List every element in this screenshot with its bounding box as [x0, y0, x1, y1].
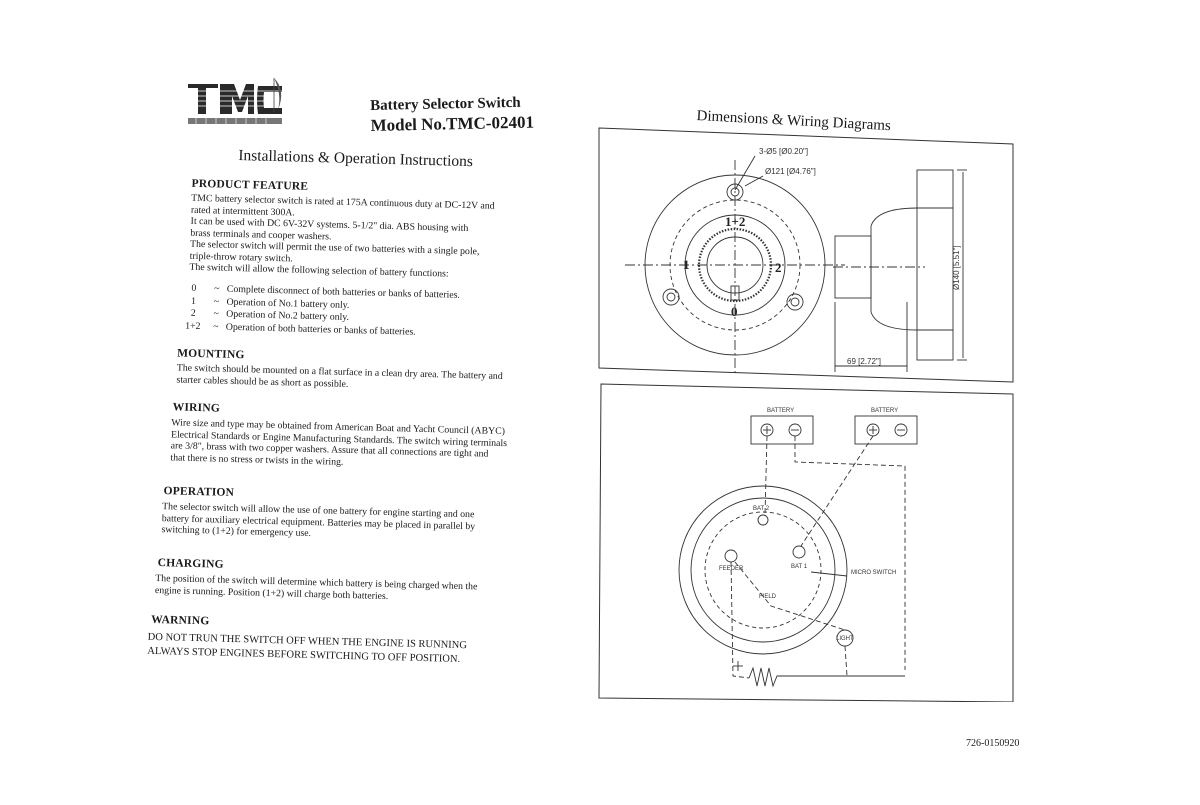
instructions-title: Installations & Operation Instructions: [238, 146, 474, 171]
depth-dimension-label: 69 [2.72"]: [847, 357, 881, 366]
function-list: 0 ~ Complete disconnect of both batterie…: [180, 283, 460, 340]
wiring-panel-border: [598, 383, 1014, 702]
function-key: 1+2: [185, 320, 201, 332]
wiring-text: Wire size and type may be obtained from …: [170, 417, 507, 472]
warning-text: DO NOT TRUN THE SWITCH OFF WHEN THE ENGI…: [147, 631, 467, 667]
function-key: 0: [191, 282, 197, 294]
mounting-text: The switch should be mounted on a flat s…: [176, 362, 502, 394]
charging-heading: CHARGING: [157, 557, 224, 571]
warning-heading: WARNING: [151, 613, 210, 628]
function-dash: ~: [214, 283, 220, 295]
pcd-dimension-label: Ø121 [Ø4.76"]: [765, 167, 816, 176]
function-key: 1: [190, 295, 197, 307]
feeder-label: FEEDER: [719, 566, 744, 572]
hole-dimension-label: 3-Ø5 [Ø0.20"]: [759, 147, 808, 156]
product-feature-heading: PRODUCT FEATURE: [191, 177, 309, 193]
document-code: 726-0150920: [966, 738, 1020, 749]
wiring-diagram: [678, 415, 918, 688]
instructions-column: Installations & Operation Instructions P…: [0, 0, 570, 805]
function-dash: ~: [213, 308, 220, 320]
product-feature-text: TMC battery selector switch is rated at …: [189, 193, 494, 281]
position-2-label: 2: [775, 260, 782, 275]
switch-side-view: [833, 169, 967, 372]
position-1-label: 1: [683, 257, 690, 272]
battery-right-label: BATTERY: [871, 408, 898, 414]
mounting-heading: MOUNTING: [177, 347, 245, 362]
diameter-dimension-label: Ø140 [5.51"]: [952, 245, 961, 290]
field-label: FIELD: [759, 594, 777, 600]
bat1-label: BAT 1: [791, 564, 808, 570]
function-dash: ~: [213, 295, 220, 308]
function-key: 2: [190, 307, 196, 319]
tmc-logo: [186, 78, 286, 124]
operation-text: The selector switch will allow the use o…: [161, 501, 475, 544]
bat2-label: BAT 2: [753, 506, 770, 512]
battery-left-label: BATTERY: [767, 408, 794, 414]
position-1-2-label: 1+2: [725, 214, 745, 229]
charging-text: The position of the switch will determin…: [155, 573, 478, 604]
function-dash: ~: [213, 320, 219, 333]
switch-front-view: [625, 155, 845, 375]
dimensions-panel-border: [598, 127, 1014, 383]
position-0-label: 0: [731, 304, 738, 319]
light-label: LIGHT: [836, 636, 854, 642]
wiring-heading: WIRING: [172, 401, 221, 415]
operation-heading: OPERATION: [163, 485, 235, 499]
micro-switch-label: MICRO SWITCH: [851, 570, 896, 576]
diagrams-figure: 3-Ø5 [Ø0.20"] Ø121 [Ø4.76"] 69 [2.72"] Ø…: [598, 127, 1014, 702]
